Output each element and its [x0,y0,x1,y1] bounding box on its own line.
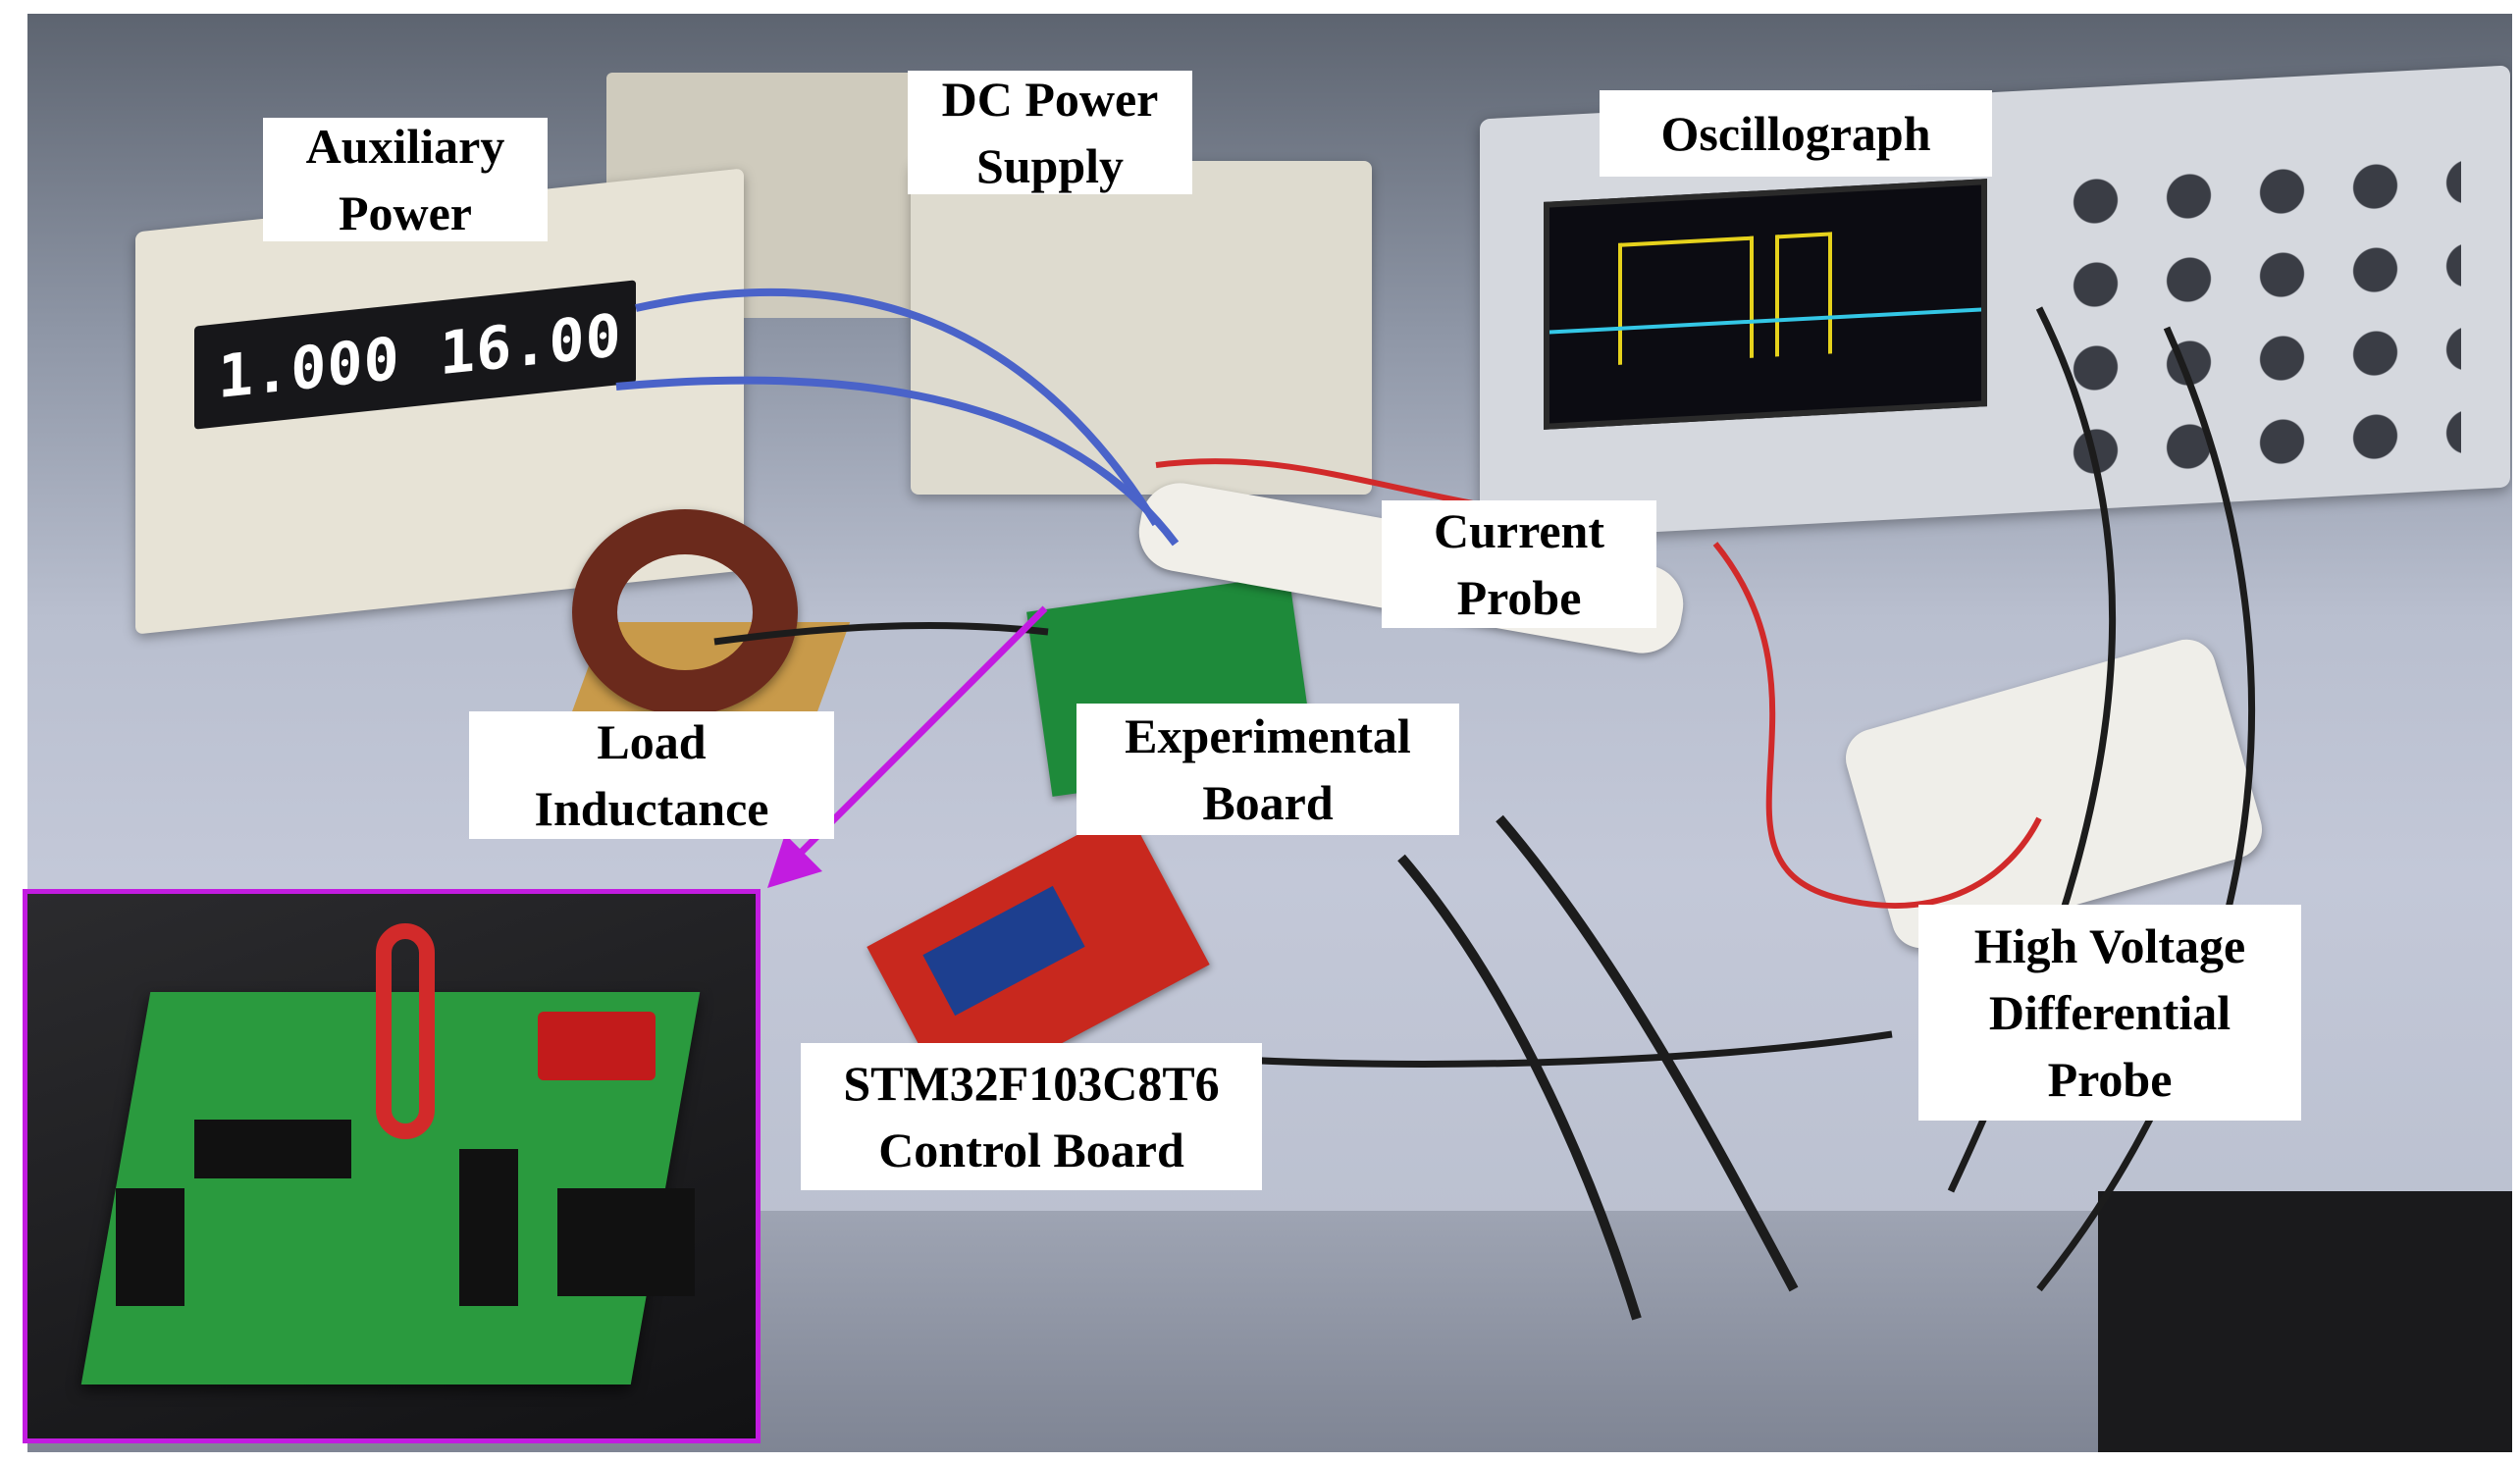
closeup-capacitor [538,1012,656,1080]
closeup-jack [557,1188,695,1296]
closeup-current-loop [376,923,435,1139]
black-cable-2 [2036,326,2256,1292]
black-probe-lead-1 [1397,854,1642,1321]
trash-bin [2098,1191,2512,1452]
experimental-board-closeup [23,889,761,1443]
dc-power-supply-unit [911,161,1372,495]
red-cable-2 [1712,542,2042,909]
closeup-header [194,1120,351,1178]
blue-cable-2 [615,376,1180,547]
closeup-device [459,1149,518,1306]
black-probe-lead-2 [1496,814,1799,1292]
cables [615,287,2256,1321]
blue-cable-1 [635,287,1160,527]
label-oscillograph: Oscillograph [1600,90,1992,177]
inductor-lead [713,621,1049,646]
closeup-connector [116,1188,184,1306]
